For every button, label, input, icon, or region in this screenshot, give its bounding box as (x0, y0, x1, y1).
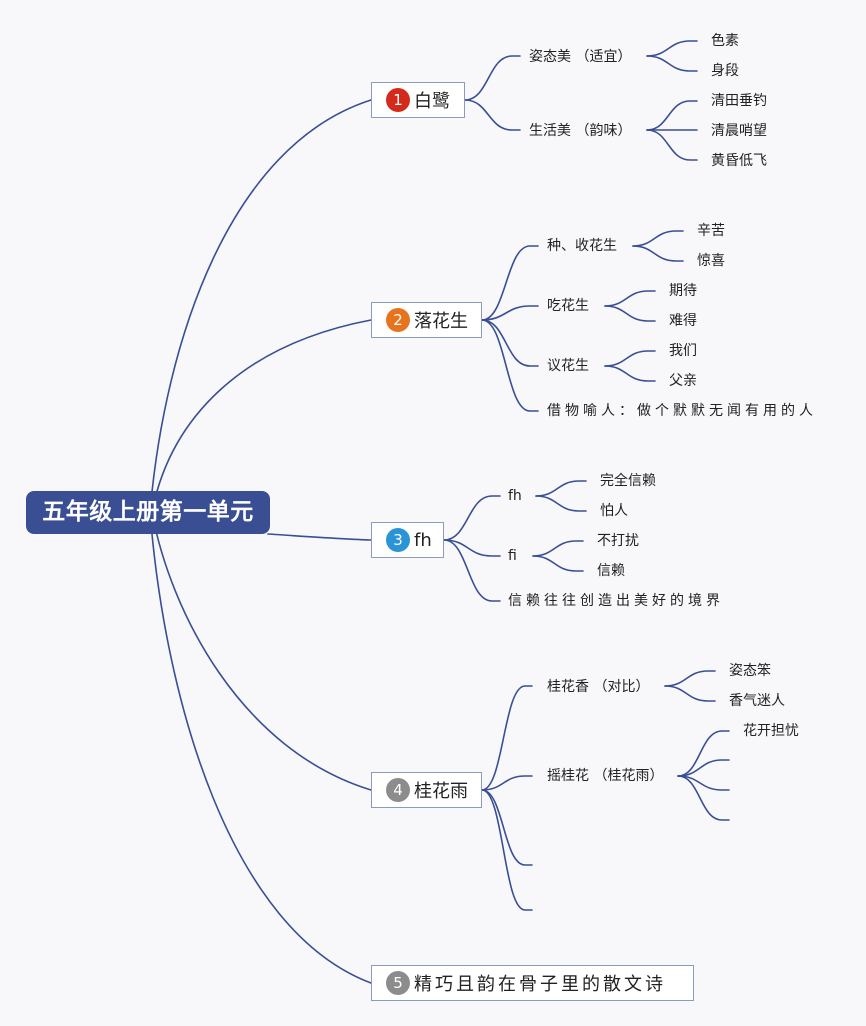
leaf-link (535, 480, 587, 497)
root-link-2 (151, 319, 372, 513)
lesson-2-link (481, 319, 539, 367)
lesson-2-branch-3[interactable]: 议花生 (547, 358, 589, 374)
leaf-link (664, 685, 716, 702)
leaf-link (604, 305, 656, 322)
number-2-badge: 2 (386, 308, 410, 332)
lesson-4-topic[interactable]: 4 桂花雨 (371, 772, 482, 808)
root-link-5 (149, 511, 372, 984)
lesson-4-link (481, 789, 533, 866)
lesson-2-link (481, 245, 539, 321)
leaf-link (532, 555, 584, 572)
root-link-3 (267, 533, 372, 541)
lesson-2-branch-4[interactable]: 借物喻人：做个默默无闻有用的人 (547, 403, 817, 419)
lesson-2-leaf[interactable]: 我们 (669, 343, 697, 359)
leaf-link (664, 670, 716, 687)
leaf-link (632, 245, 684, 262)
leaf-link (604, 350, 656, 367)
leaf-link (677, 775, 730, 821)
leaf-link (632, 230, 684, 247)
leaf-link (677, 759, 730, 777)
lesson-4-leaf[interactable]: 花开担忧 (743, 723, 799, 739)
leaf-link (604, 290, 656, 307)
lesson-3-leaf[interactable]: 怕人 (600, 503, 628, 519)
lesson-1-leaf[interactable]: 清田垂钓 (711, 93, 767, 109)
lesson-1-link (464, 99, 521, 131)
number-5-badge: 5 (386, 971, 410, 995)
lesson-4-title: 桂花雨 (414, 781, 468, 802)
number-1-badge: 1 (386, 88, 410, 112)
number-4-badge: 4 (386, 778, 410, 802)
leaf-link (646, 129, 698, 161)
leaf-link (532, 540, 584, 557)
leaf-link (604, 365, 656, 382)
lesson-4-link (481, 789, 533, 911)
lesson-2-leaf[interactable]: 辛苦 (697, 223, 725, 239)
lesson-2-link (481, 319, 539, 412)
lesson-3-branch-2[interactable]: fi (508, 548, 517, 564)
lesson-3-topic[interactable]: 3 fh (371, 522, 444, 558)
leaf-link (677, 730, 730, 777)
lesson-4-link (481, 685, 533, 791)
root-link-4 (151, 511, 372, 791)
lesson-2-branch-2[interactable]: 吃花生 (547, 298, 589, 314)
lesson-1-link (464, 55, 521, 101)
root-topic[interactable]: 五年级上册第一单元 (26, 491, 270, 534)
lesson-3-link (443, 539, 501, 602)
lesson-3-leaf[interactable]: 完全信赖 (600, 473, 656, 489)
number-3-badge: 3 (386, 528, 410, 552)
lesson-3-title: fh (414, 529, 432, 551)
lesson-2-topic[interactable]: 2 落花生 (371, 302, 482, 338)
lesson-3-leaf[interactable]: 不打扰 (597, 533, 639, 549)
lesson-4-branch-1[interactable]: 桂花香 （对比） (547, 679, 650, 695)
lesson-2-link (481, 305, 539, 321)
lesson-1-leaf[interactable]: 色素 (711, 33, 739, 49)
lesson-1-branch-2[interactable]: 生活美 （韵味） (529, 123, 632, 139)
lesson-2-title: 落花生 (414, 311, 468, 332)
lesson-1-leaf[interactable]: 身段 (711, 63, 739, 79)
leaf-link (646, 100, 698, 131)
lesson-2-leaf[interactable]: 期待 (669, 283, 697, 299)
lesson-3-branch-1[interactable]: fh (508, 488, 522, 504)
lesson-2-leaf[interactable]: 惊喜 (697, 253, 725, 269)
lesson-2-leaf[interactable]: 父亲 (669, 373, 697, 389)
lesson-3-link (443, 495, 501, 541)
leaf-link (646, 55, 698, 72)
lesson-2-branch-1[interactable]: 种、收花生 (547, 238, 617, 254)
lesson-4-branch-2[interactable]: 摇桂花 （桂花雨） (547, 768, 664, 784)
lesson-1-leaf[interactable]: 黄昏低飞 (711, 153, 767, 169)
leaf-link (646, 40, 698, 57)
lesson-1-topic[interactable]: 1 白鹭 (371, 82, 465, 118)
lesson-3-leaf[interactable]: 信赖 (597, 563, 625, 579)
lesson-1-branch-1[interactable]: 姿态美 （适宜） (529, 49, 632, 65)
root-link-1 (149, 99, 372, 513)
lesson-4-leaf[interactable]: 香气迷人 (729, 693, 785, 709)
lesson-3-link (443, 539, 501, 557)
lesson-1-leaf[interactable]: 清晨哨望 (711, 123, 767, 139)
lesson-5-topic[interactable]: 5 精巧且韵在骨子里的散文诗 (371, 965, 694, 1001)
lesson-4-link (481, 775, 533, 791)
lesson-3-branch-3[interactable]: 信赖往往创造出美好的境界 (508, 593, 724, 609)
lesson-5-title: 精巧且韵在骨子里的散文诗 (414, 974, 666, 995)
lesson-4-leaf[interactable]: 姿态笨 (729, 663, 771, 679)
lesson-1-title: 白鹭 (414, 91, 450, 112)
lesson-2-leaf[interactable]: 难得 (669, 313, 697, 329)
leaf-link (535, 495, 587, 512)
